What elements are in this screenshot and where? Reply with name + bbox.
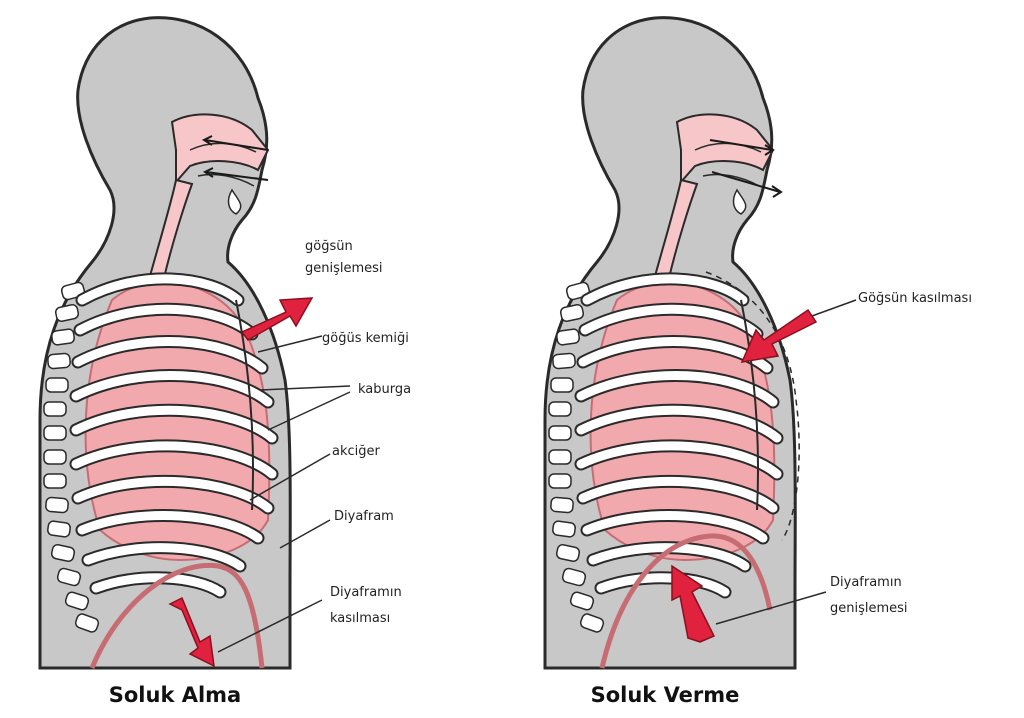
caption-inhale: Soluk Alma xyxy=(109,683,241,707)
label-sternum: göğüs kemiği xyxy=(322,331,409,346)
label-diaphragm-expansion-2: genişlemesi xyxy=(830,601,908,616)
label-chest-contraction: Göğsün kasılması xyxy=(858,291,972,306)
label-lung: akciğer xyxy=(332,444,381,459)
label-chest-expansion-1: göğsün xyxy=(305,239,353,254)
label-diaphragm-expansion-1: Diyaframın xyxy=(830,575,902,590)
inhale-figure xyxy=(40,18,290,668)
label-rib: kaburga xyxy=(358,382,411,397)
label-diaphragm: Diyafram xyxy=(334,509,394,524)
label-diaphragm-contraction-1: Diyaframın xyxy=(330,585,402,600)
caption-exhale: Soluk Verme xyxy=(591,683,740,707)
exhale-panel: Göğsün kasılması Diyaframın genişlemesi … xyxy=(545,18,972,707)
inhale-panel: göğsün genişlemesi göğüs kemiği kaburga … xyxy=(40,18,411,707)
label-chest-expansion-2: genişlemesi xyxy=(305,261,383,276)
label-diaphragm-contraction-2: kasılması xyxy=(330,611,390,626)
